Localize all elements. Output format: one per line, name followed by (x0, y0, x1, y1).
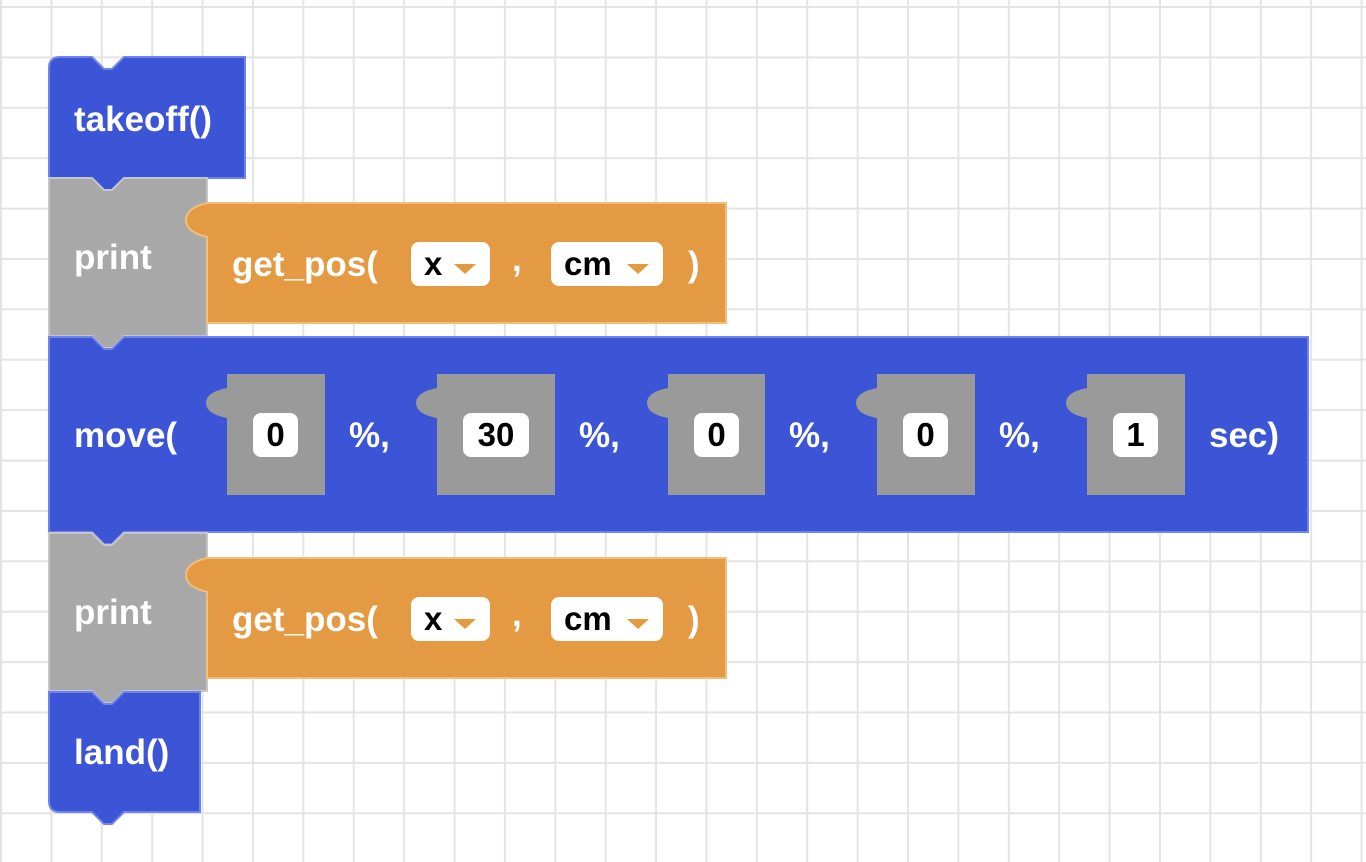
land-label: land() (74, 733, 170, 772)
move-arg-1-input[interactable]: 0 (253, 413, 298, 457)
get-pos-separator-2: , (512, 595, 522, 634)
move-arg-1-socket[interactable]: 0 (0, 0, 1366, 560)
move-arg-4-input[interactable]: 0 (903, 413, 948, 457)
move-arg-3-value: 0 (707, 416, 726, 453)
axis-dropdown-1-value: x (424, 245, 443, 282)
unit-dropdown-2[interactable]: cm (551, 597, 663, 641)
move-arg-5-value: 1 (1126, 416, 1145, 453)
get-pos-block-1[interactable]: get_pos( x , cm ) (0, 0, 740, 350)
move-arg-1-value: 0 (266, 416, 285, 453)
land-block-shape (48, 691, 201, 825)
move-arg-1-suffix: %, (349, 416, 390, 455)
print-label-1: print (74, 238, 152, 277)
get-pos-close-1: ) (688, 245, 700, 284)
move-arg-3-suffix: %, (789, 416, 830, 455)
print-block-2[interactable]: print (0, 0, 740, 720)
move-arg-3-input[interactable]: 0 (694, 413, 739, 457)
dropdown-arrow-icon (454, 264, 476, 274)
unit-dropdown-1[interactable]: cm (551, 242, 663, 286)
move-label: move( (74, 416, 178, 455)
move-arg-2-value: 30 (477, 416, 515, 453)
unit-dropdown-1-value: cm (564, 245, 612, 282)
dropdown-arrow-icon (454, 619, 476, 629)
move-arg-4-socket[interactable]: 0 (0, 0, 1366, 560)
move-arg-2-suffix: %, (579, 416, 620, 455)
axis-dropdown-2[interactable]: x (411, 597, 490, 641)
dropdown-arrow-icon (627, 619, 649, 629)
axis-dropdown-1[interactable]: x (411, 242, 490, 286)
print-label-2: print (74, 593, 152, 632)
takeoff-block[interactable]: takeoff() (0, 0, 250, 190)
move-block[interactable]: move( 0 %, 30 %, 0 (0, 0, 1366, 560)
get-pos-label-1: get_pos( (232, 245, 378, 284)
move-arg-4-suffix: %, (999, 416, 1040, 455)
get-pos-close-2: ) (688, 600, 700, 639)
move-arg-5-input[interactable]: 1 (1113, 413, 1158, 457)
get-pos-separator-1: , (512, 240, 522, 279)
move-arg-5-suffix: sec) (1209, 416, 1280, 455)
move-arg-4-value: 0 (916, 416, 935, 453)
unit-dropdown-2-value: cm (564, 600, 612, 637)
get-pos-label-2: get_pos( (232, 600, 378, 639)
axis-dropdown-2-value: x (424, 600, 443, 637)
move-arg-5-socket[interactable]: 1 (0, 0, 1366, 560)
move-arg-3-socket[interactable]: 0 (0, 0, 1366, 560)
land-block[interactable]: land() (0, 0, 250, 862)
move-arg-2-input[interactable]: 30 (463, 413, 529, 457)
print-block-1[interactable]: print (0, 0, 740, 350)
takeoff-label: takeoff() (74, 100, 213, 139)
dropdown-arrow-icon (627, 264, 649, 274)
move-arg-2-socket[interactable]: 30 (0, 0, 1366, 560)
get-pos-block-2[interactable]: get_pos( x , cm ) (0, 0, 740, 720)
